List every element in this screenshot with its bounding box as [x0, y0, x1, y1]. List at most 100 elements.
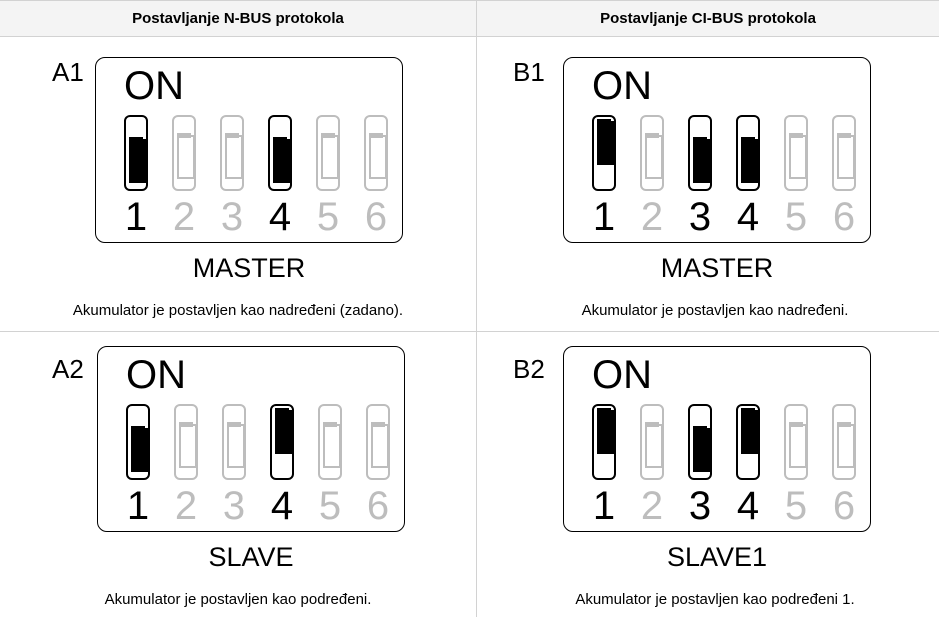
switch-number: 5	[784, 195, 808, 239]
panel-id-label: A2	[52, 354, 84, 384]
header-ci-bus: Postavljanje CI-BUS protokola	[600, 9, 816, 27]
switch-lever	[275, 410, 293, 454]
dip-switch-6	[366, 404, 390, 480]
switch-lever-cap	[837, 133, 851, 138]
switch-lever-cap	[789, 133, 803, 138]
switch-lever-cap	[225, 133, 239, 138]
switch-number: 2	[174, 484, 198, 528]
switch-number: 6	[364, 195, 388, 239]
switch-number: 3	[220, 195, 244, 239]
switch-lever-cap	[789, 422, 803, 427]
switch-lever	[597, 410, 615, 454]
switch-lever	[227, 424, 245, 468]
dip-switch-4	[270, 404, 294, 480]
switch-lever	[645, 424, 663, 468]
switch-lever-cap	[321, 133, 335, 138]
switch-number: 3	[222, 484, 246, 528]
switch-number: 4	[736, 484, 760, 528]
on-label: ON	[124, 64, 184, 108]
dip-switch-4	[736, 404, 760, 480]
table-header	[0, 0, 939, 36]
switch-number: 2	[640, 484, 664, 528]
switch-lever	[789, 135, 807, 179]
dip-switch-1	[124, 115, 148, 191]
panel-id-label: B1	[513, 57, 545, 87]
on-label: ON	[592, 64, 652, 108]
switch-number: 1	[592, 195, 616, 239]
dip-switch-4	[268, 115, 292, 191]
dip-switch-5	[784, 404, 808, 480]
switch-lever-cap	[645, 422, 659, 427]
switch-lever	[225, 135, 243, 179]
switch-lever	[369, 135, 387, 179]
table-border-top	[0, 0, 939, 1]
on-label: ON	[592, 353, 652, 397]
switch-number: 1	[124, 195, 148, 239]
dip-switch-3	[688, 115, 712, 191]
switch-lever-cap	[645, 133, 659, 138]
dip-switch-3	[688, 404, 712, 480]
row-divider	[0, 331, 939, 332]
panel-id-label: B2	[513, 354, 545, 384]
switch-lever-cap	[371, 422, 385, 427]
switch-lever-cap	[741, 137, 755, 142]
dip-switch-5	[784, 115, 808, 191]
switch-lever-cap	[179, 422, 193, 427]
switch-number: 2	[640, 195, 664, 239]
dip-switch-1	[592, 404, 616, 480]
switch-lever	[741, 410, 759, 454]
switch-lever	[177, 135, 195, 179]
dip-switch-5	[318, 404, 342, 480]
dip-switch-4	[736, 115, 760, 191]
switch-number: 4	[270, 484, 294, 528]
switch-lever-cap	[227, 422, 241, 427]
switch-lever	[323, 424, 341, 468]
switch-number: 5	[784, 484, 808, 528]
dip-switch-2	[640, 404, 664, 480]
switch-lever	[837, 135, 855, 179]
switch-lever-cap	[693, 137, 707, 142]
switch-lever-cap	[131, 426, 145, 431]
dip-switch-2	[172, 115, 196, 191]
panel-caption: Akumulator je postavljen kao podređeni 1…	[575, 591, 855, 608]
switch-lever-cap	[741, 408, 755, 413]
switch-lever	[693, 428, 711, 472]
switch-number: 5	[316, 195, 340, 239]
on-label: ON	[126, 353, 186, 397]
switch-number: 5	[318, 484, 342, 528]
switch-lever	[741, 139, 759, 183]
switch-lever-cap	[597, 408, 611, 413]
switch-lever-cap	[275, 408, 289, 413]
mode-label: MASTER	[192, 253, 306, 283]
switch-lever	[273, 139, 291, 183]
dip-switch-1	[592, 115, 616, 191]
switch-lever	[371, 424, 389, 468]
switch-number: 3	[688, 195, 712, 239]
switch-number: 4	[736, 195, 760, 239]
switch-number: 6	[366, 484, 390, 528]
switch-number: 6	[832, 195, 856, 239]
dip-switch-2	[640, 115, 664, 191]
mode-label: MASTER	[660, 253, 774, 283]
header-n-bus: Postavljanje N-BUS protokola	[132, 9, 344, 27]
switch-lever-cap	[837, 422, 851, 427]
switch-number: 2	[172, 195, 196, 239]
dip-switch-3	[220, 115, 244, 191]
dip-switch-6	[832, 115, 856, 191]
switch-lever	[693, 139, 711, 183]
dip-switch-1	[126, 404, 150, 480]
switch-number: 6	[832, 484, 856, 528]
switch-lever-cap	[273, 137, 287, 142]
switch-lever-cap	[693, 426, 707, 431]
dip-switch-2	[174, 404, 198, 480]
dip-switch-6	[364, 115, 388, 191]
panel-caption: Akumulator je postavljen kao nadređeni (…	[72, 302, 404, 319]
